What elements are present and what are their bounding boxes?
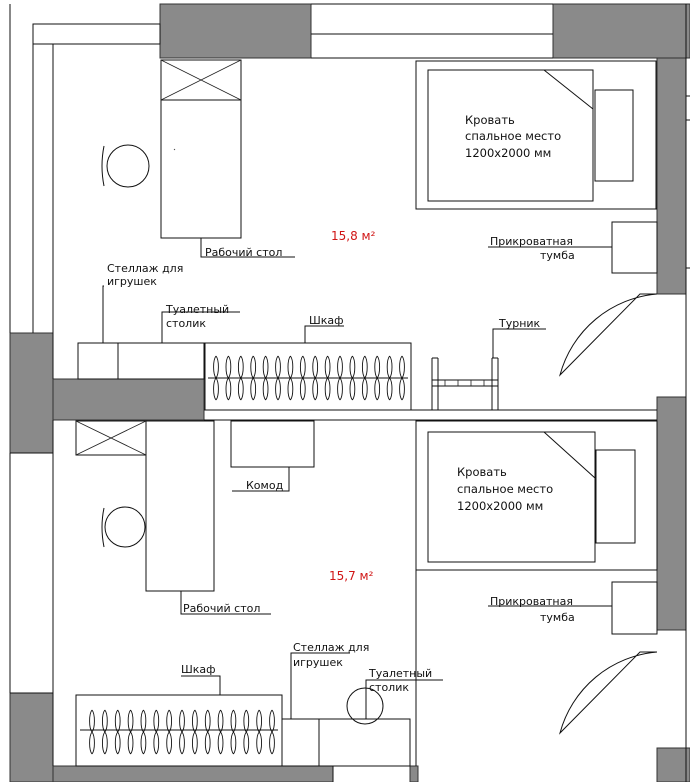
hanger-icon	[153, 709, 160, 755]
chair-upper	[101, 144, 150, 188]
hanger-icon	[269, 709, 275, 755]
hanger-icon	[166, 709, 172, 755]
hanger-icon	[287, 355, 294, 401]
hanger-icon	[230, 709, 237, 755]
labels-lower: 15,7 м² Кровать спальное место 1200х2000…	[181, 465, 575, 694]
hanger-icon	[204, 709, 211, 755]
area-label-upper: 15,8 м²	[331, 229, 376, 243]
hanger-icon	[89, 709, 95, 755]
hanger-icon	[213, 355, 219, 401]
toy-shelf-label2-upper: игрушек	[107, 275, 157, 288]
pull-up-bar	[431, 357, 499, 411]
door-swing-lower	[559, 651, 658, 735]
hanger-icon	[217, 709, 224, 755]
hanger-icon	[324, 355, 331, 401]
room-upper	[77, 59, 658, 411]
hanger-icon	[140, 709, 147, 755]
bed-label-line3-lower: 1200х2000 мм	[457, 499, 543, 513]
toy-shelf-label1-upper: Стеллаж для	[107, 262, 183, 275]
hanger-icon	[243, 709, 250, 755]
hanger-icon	[337, 355, 343, 401]
hanger-icon	[349, 355, 356, 401]
dressing-table-label2-upper: столик	[166, 317, 206, 330]
shelf-box-lower	[75, 420, 147, 456]
bedside-label1-upper: Прикроватная	[490, 235, 573, 248]
desk-label-lower: Рабочий стол	[183, 602, 260, 615]
wardrobe-label-upper: Шкаф	[309, 314, 344, 327]
desk-upper	[160, 59, 242, 239]
labels-upper: 15,8 м² Кровать спальное место 1200х2000…	[107, 113, 575, 330]
hanger-icon	[399, 355, 405, 401]
pull-up-bar-label: Турник	[498, 317, 541, 330]
hanger-icon	[102, 709, 108, 755]
desk-label-upper: Рабочий стол	[205, 246, 282, 259]
door-swing-upper	[559, 293, 658, 377]
dressing-table-label1-upper: Туалетный	[165, 303, 229, 316]
wall-bottom-right-stub	[409, 765, 419, 782]
desk-drawer-upper	[160, 59, 242, 101]
wardrobe-hangers-upper	[213, 355, 405, 401]
hanger-icon	[299, 355, 306, 401]
wall-left-middle	[9, 332, 54, 454]
toy-shelf-lower	[281, 718, 320, 767]
chest-label: Комод	[246, 479, 284, 492]
dressing-table-upper	[117, 342, 205, 380]
area-label-lower: 15,7 м²	[329, 569, 374, 583]
bed-label-line2-upper: спальное место	[465, 129, 561, 143]
bed-label-line1-upper: Кровать	[465, 113, 515, 127]
toy-shelf-label2-lower: игрушек	[293, 656, 343, 669]
wardrobe-hangers-lower	[89, 709, 275, 755]
hanger-icon	[114, 709, 121, 755]
bed-label-line3-upper: 1200х2000 мм	[465, 146, 551, 160]
chair-lower	[101, 506, 146, 548]
desk-lower	[145, 420, 215, 592]
hanger-icon	[225, 355, 232, 401]
hanger-icon	[250, 355, 257, 401]
bed-label-line1-lower: Кровать	[457, 465, 507, 479]
toy-shelf-label1-lower: Стеллаж для	[293, 641, 369, 654]
hanger-icon	[179, 709, 185, 755]
hanger-icon	[237, 355, 244, 401]
hanger-icon	[275, 355, 281, 401]
wall-right-bottom	[656, 747, 690, 782]
bed-label-line2-lower: спальное место	[457, 482, 553, 496]
bedside-label2-lower: тумба	[540, 611, 575, 624]
stool-lower	[346, 687, 384, 725]
hanger-icon	[386, 355, 393, 401]
chest-of-drawers	[230, 420, 315, 468]
bedside-label1-lower: Прикроватная	[490, 595, 573, 608]
hanger-icon	[256, 709, 262, 755]
wall-top-middle	[159, 3, 312, 59]
hanger-icon	[192, 709, 198, 755]
outline-lines	[9, 3, 690, 782]
wall-top-right	[552, 3, 690, 59]
wall-bottom	[52, 765, 334, 782]
hanger-icon	[374, 355, 381, 401]
toy-shelf-upper	[77, 342, 119, 380]
walls	[9, 3, 690, 782]
wardrobe-label-lower: Шкаф	[181, 663, 216, 676]
room-lower	[75, 420, 658, 767]
bedside-table-lower	[611, 581, 658, 635]
hanger-icon	[361, 355, 368, 401]
wardrobe-upper	[204, 342, 412, 411]
wall-partition-left	[52, 378, 205, 421]
wall-left-bottom	[9, 692, 54, 782]
wall-right-upper	[656, 57, 687, 295]
hanger-icon	[262, 355, 269, 401]
hanger-icon	[312, 355, 319, 401]
bedside-label2-upper: тумба	[540, 249, 575, 262]
hanger-icon	[127, 709, 134, 755]
dressing-table-lower	[318, 718, 411, 767]
dressing-table-label2-lower: столик	[369, 681, 409, 694]
bedside-table-upper	[611, 221, 658, 274]
wall-right-middle	[656, 396, 687, 631]
dressing-table-label1-lower: Туалетный	[368, 667, 432, 680]
